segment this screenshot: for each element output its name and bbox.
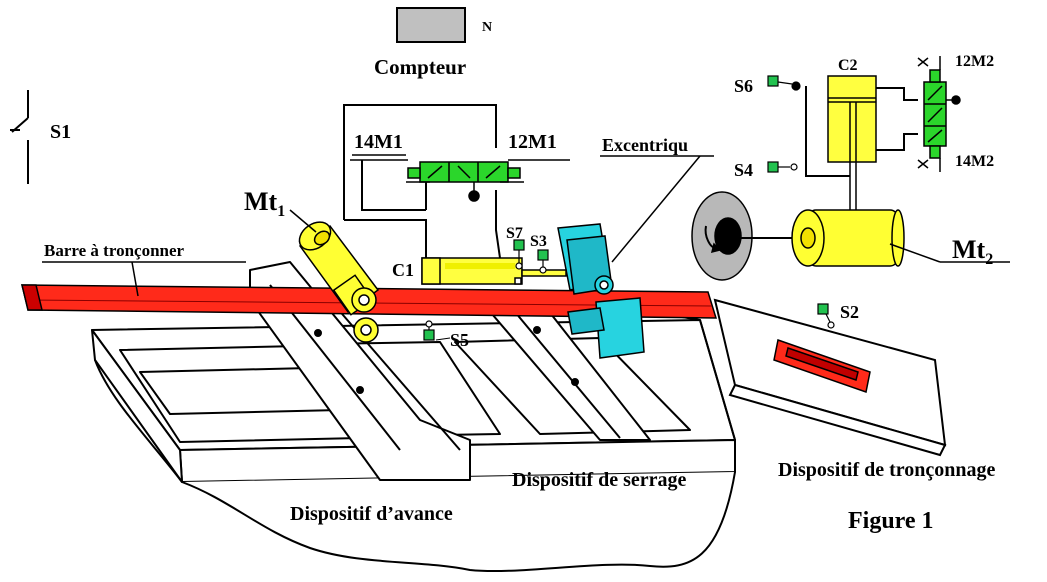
figure-caption: Figure 1 [848,508,934,534]
cutting-disc [691,191,753,281]
feed-device-label: Dispositif d’avance [290,503,453,525]
motor-mt2-label: Mt2 [952,235,993,268]
eccentric-label: Excentriqu [602,135,688,155]
sensor-s3-label: S3 [530,233,547,250]
motor-mt1-label: Mt1 [244,187,285,220]
cylinder-c1-label: C1 [392,260,414,280]
clamp-device-label: Dispositif de serrage [512,469,687,491]
cut-device-label: Dispositif de tronçonnage [778,459,996,481]
switch-s1-label: S1 [50,121,71,143]
motor-mt1 [298,221,380,343]
s5-leader [435,337,451,341]
machine-bed [91,261,736,573]
eccentric-leader [611,155,701,263]
motor-mt2 [791,209,905,267]
valve2-port-14m2: 14M2 [955,153,994,170]
valve1-lines [343,104,501,259]
cylinder-c2-label: C2 [838,57,858,74]
sensor-s3 [537,249,549,274]
counter-label: Compteur [374,55,466,79]
sensor-s2-label: S2 [840,302,859,322]
sensor-s6 [767,75,801,91]
sensor-s7 [513,239,525,270]
sensor-s4 [767,161,798,173]
valve-1 [406,161,524,202]
cut-piece [773,339,871,393]
valve2-lines [805,86,918,177]
valve1-port-14m1: 14M1 [354,131,403,153]
sensor-s5-label: S5 [450,330,469,350]
sensor-s5 [423,320,435,341]
clamp-device [557,223,645,359]
valve1-port-12m1: 12M1 [508,131,557,153]
bar-label-leader [131,261,139,297]
sensor-s2 [817,303,835,329]
sensor-s6-label: S6 [734,76,753,96]
counter-box [396,7,466,43]
sensor-s4-label: S4 [734,160,753,180]
counter-symbol: N [482,20,492,35]
valve-2 [917,56,961,172]
mt1-leader [289,209,317,233]
sensor-s7-label: S7 [506,225,523,242]
mt2-leader [889,243,941,263]
bar-label: Barre à tronçonner [44,241,185,260]
switch-s1 [10,90,29,184]
valve2-port-12m2: 12M2 [955,53,994,70]
cylinder-c2 [827,75,877,210]
